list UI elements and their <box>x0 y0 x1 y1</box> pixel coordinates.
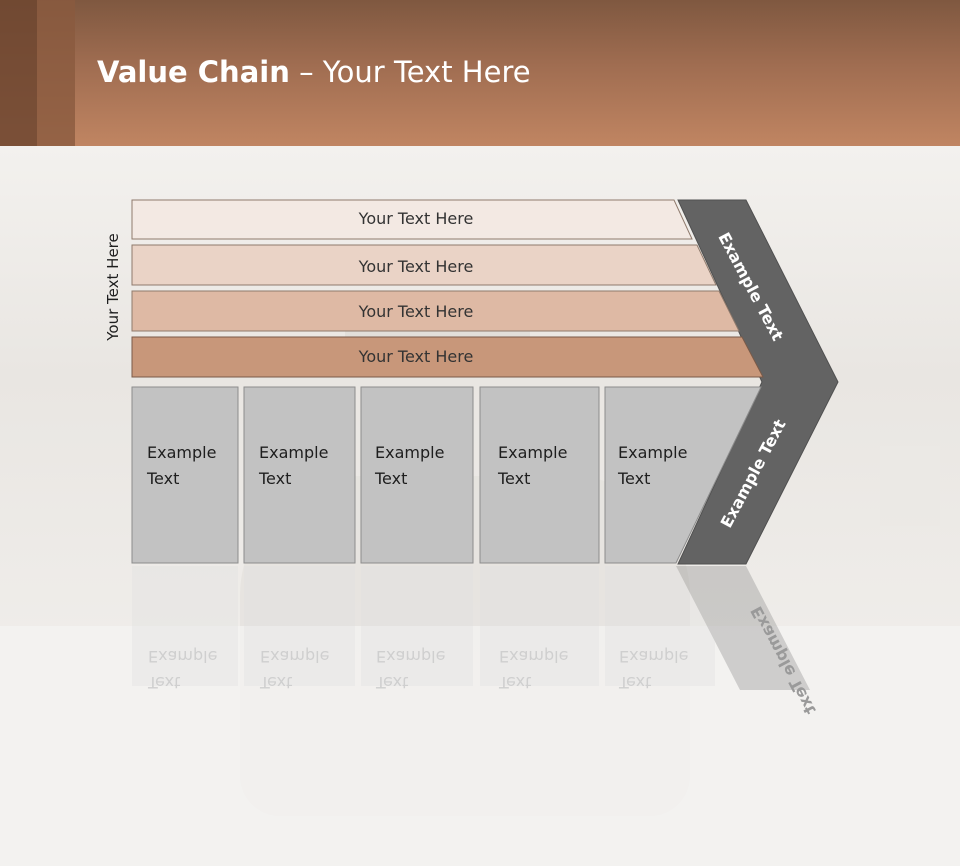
activity-box-2-line1: Example <box>259 443 328 462</box>
row-2-label: Your Text Here <box>358 257 474 276</box>
activity-box-4-line1: Example <box>498 443 567 462</box>
activity-box-5 <box>604 386 762 564</box>
photo-lamp <box>880 446 940 526</box>
header-bar: Value Chain – Your Text Here <box>0 0 960 146</box>
reflection-text-4a: Example <box>499 647 568 666</box>
reflection-box-2 <box>244 566 355 686</box>
activity-box-3-line2: Text <box>374 469 407 488</box>
reflection-texts: Example Text Example Text Example Text E… <box>147 603 820 718</box>
row-4-shape <box>131 336 764 378</box>
reflection-text-5b: Text <box>618 673 651 692</box>
reflection-text-3b: Text <box>375 673 408 692</box>
reflection-text-2b: Text <box>259 673 292 692</box>
activity-box-1-line2: Text <box>146 469 179 488</box>
activity-box-2 <box>243 386 356 564</box>
value-chain-diagram: Example Text Example Text Example Text E… <box>131 199 839 718</box>
reflection-text-1a: Example <box>148 647 217 666</box>
row-4-label: Your Text Here <box>358 347 474 366</box>
reflection-box-1 <box>132 566 238 686</box>
reflection-text-3a: Example <box>376 647 445 666</box>
activity-box-1 <box>131 386 239 564</box>
row-3-shape <box>131 290 740 332</box>
reflection-box-5 <box>605 566 715 686</box>
header-accent-block-dark <box>0 0 37 146</box>
header-accent-block-light <box>37 0 75 146</box>
row-1-label: Your Text Here <box>358 209 474 228</box>
row-2-shape <box>131 244 717 286</box>
reflection-chevron <box>676 566 810 690</box>
reflection-text-1b: Text <box>147 673 180 692</box>
reflection-box-3 <box>361 566 473 686</box>
activity-box-3-line1: Example <box>375 443 444 462</box>
title-bold: Value Chain <box>97 55 290 89</box>
reflection-box-4 <box>480 566 599 686</box>
slide-title: Value Chain – Your Text Here <box>97 55 531 89</box>
reflection-text-2a: Example <box>260 647 329 666</box>
row-1-shape <box>131 199 693 240</box>
activity-box-4-line2: Text <box>497 469 530 488</box>
activity-box-4 <box>479 386 600 564</box>
activity-box-2-line2: Text <box>258 469 291 488</box>
chevron-arrow <box>677 199 839 565</box>
activity-box-5-line1: Example <box>618 443 687 462</box>
diagram-reflection <box>132 566 810 690</box>
activity-box-5-line2: Text <box>617 469 650 488</box>
reflection-text-4b: Text <box>498 673 531 692</box>
activity-box-1-line1: Example <box>147 443 216 462</box>
activity-box-3 <box>360 386 474 564</box>
title-rest: – Your Text Here <box>289 55 531 89</box>
row-3-label: Your Text Here <box>358 302 474 321</box>
reflection-text-5a: Example <box>619 647 688 666</box>
